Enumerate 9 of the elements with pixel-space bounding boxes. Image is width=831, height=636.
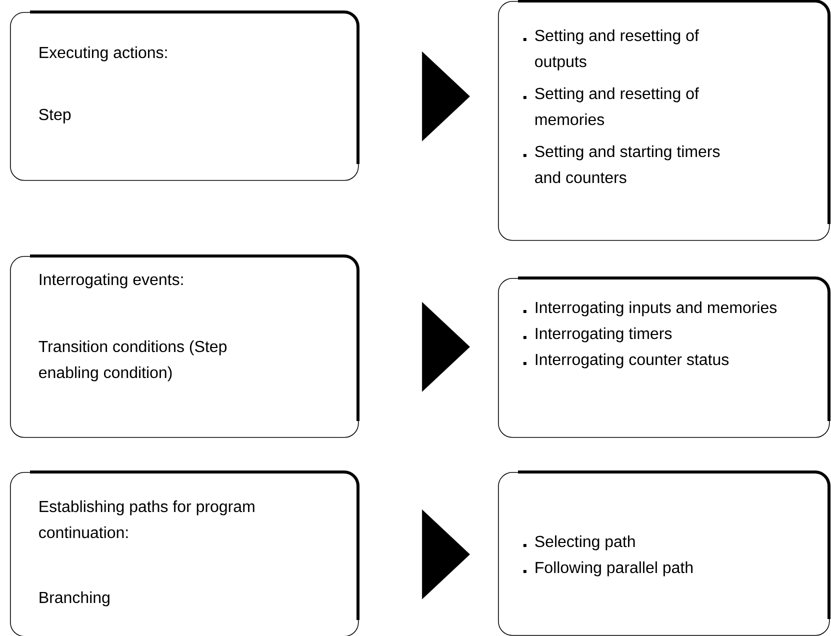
text-box: Interrogating events: Transition conditions (Step enabling condition) [10,254,360,438]
arrow [422,51,470,142]
arrow [422,509,470,600]
text-box: Establishing paths for program continuation: Branching [10,470,360,636]
text-box: Setting and resetting of outputs Setting and resetting of memories Setting and starting timers and counters [498,0,830,241]
arrow [422,302,470,392]
text-box: Interrogating inputs and memories Interrogating timers Interrogating counter status [498,276,830,438]
text-box: Selecting path Following parallel path [498,470,830,636]
text-box: Executing actions: Step [10,10,360,181]
